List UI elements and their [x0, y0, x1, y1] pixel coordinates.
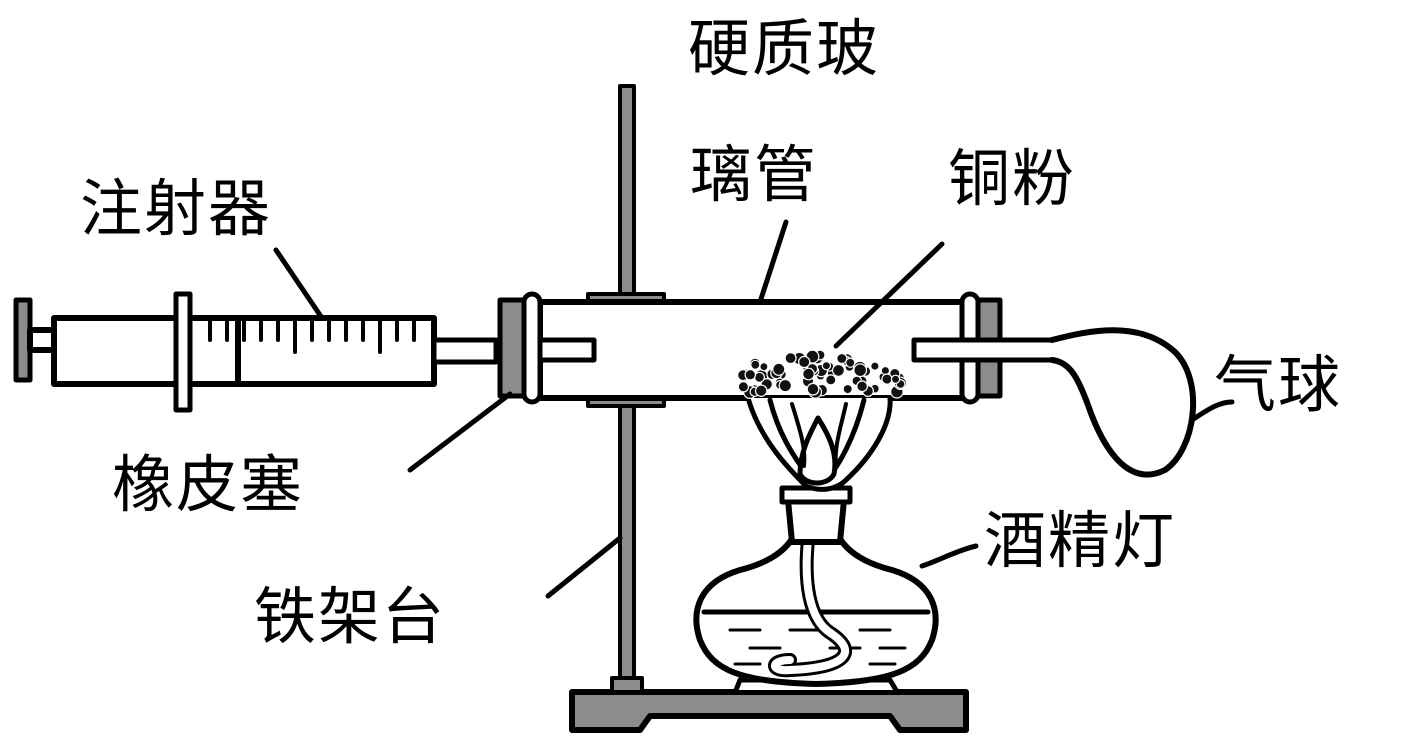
- lamp-liquid-dashes: [728, 628, 907, 666]
- copper-particle: [856, 380, 868, 393]
- leader-syringe: [273, 247, 325, 321]
- leader-balloon: [1189, 399, 1235, 423]
- stand-base: [569, 689, 969, 733]
- copper-particle: [831, 363, 845, 377]
- copper-particle: [825, 374, 837, 386]
- copper-powder: [736, 348, 908, 400]
- leader-copper: [833, 241, 945, 349]
- copper-particle: [853, 363, 868, 378]
- copper-particle: [806, 382, 820, 396]
- lamp-flame-inner: [797, 415, 838, 486]
- copper-particle: [772, 362, 786, 376]
- label-copper-powder: 铜粉: [948, 142, 1077, 215]
- leader-tube: [757, 219, 789, 305]
- copper-particle: [750, 359, 761, 370]
- syringe-scale: [208, 316, 416, 354]
- label-syringe: 注射器: [80, 172, 273, 245]
- leader-lamp: [919, 543, 979, 569]
- copper-particle: [778, 378, 793, 393]
- label-hard-glass-tube-line2: 璃管: [690, 138, 819, 211]
- copper-particle: [845, 357, 856, 368]
- copper-particle: [798, 355, 811, 369]
- copper-particle: [784, 352, 797, 365]
- balloon: [1049, 327, 1197, 478]
- left-inner-tube: [537, 337, 597, 363]
- copper-particle: [754, 384, 768, 397]
- copper-particle: [737, 381, 750, 393]
- copper-particle: [881, 373, 893, 385]
- copper-particle: [759, 362, 769, 372]
- leader-stopper: [407, 391, 513, 473]
- syringe-flange: [173, 291, 193, 413]
- copper-particle: [802, 367, 815, 381]
- syringe-plunger-rod: [27, 327, 57, 353]
- copper-particle: [821, 361, 832, 371]
- label-iron-stand: 铁架台: [254, 580, 447, 653]
- label-rubber-stopper: 橡皮塞: [112, 448, 305, 521]
- label-alcohol-lamp: 酒精灯: [984, 504, 1177, 577]
- copper-particle: [880, 365, 891, 376]
- syringe-tip: [431, 337, 499, 365]
- copper-particle: [870, 361, 880, 371]
- copper-particle: [744, 368, 757, 381]
- label-balloon: 气球: [1214, 348, 1343, 421]
- copper-particle: [842, 383, 853, 395]
- copper-particle: [890, 374, 901, 384]
- right-outlet-tube: [911, 337, 1061, 363]
- leader-stand: [545, 535, 623, 599]
- label-hard-glass-tube-line1: 硬质玻: [688, 12, 881, 85]
- lamp-wick-holder: [785, 497, 847, 545]
- leader-lines: [273, 219, 1235, 599]
- syringe: [13, 291, 499, 413]
- alcohol-lamp: [693, 395, 939, 693]
- copper-particle: [836, 352, 848, 365]
- stand-rod-foot: [610, 676, 644, 694]
